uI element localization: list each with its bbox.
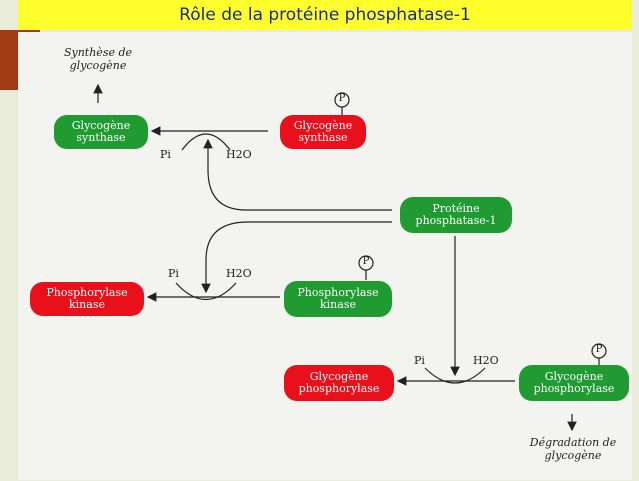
h2o-label-gp: H2O bbox=[473, 354, 499, 367]
gp-pi-h2o-curve bbox=[424, 367, 486, 384]
pp1-to-gs-arrow bbox=[203, 138, 392, 211]
page-title: Rôle de la protéine phosphatase-1 bbox=[179, 5, 471, 25]
glycogen-phosphorylase-active: Glycogène phosphorylase bbox=[284, 365, 394, 401]
title-bar: Rôle de la protéine phosphatase-1 bbox=[18, 0, 632, 30]
degradation-label: Dégradation de glycogène bbox=[529, 436, 617, 462]
h2o-label-gs: H2O bbox=[226, 148, 252, 161]
phosphorylase-kinase-phosphorylated: Phosphorylase kinase bbox=[284, 281, 392, 317]
glycogen-phosphorylase-phosphorylated: Glycogène phosphorylase bbox=[519, 365, 629, 401]
gs-pi-h2o-curve bbox=[181, 133, 231, 151]
glycogen-synthase-active: Glycogène synthase bbox=[54, 115, 148, 149]
synthesis-label: Synthèse de glycogène bbox=[63, 46, 133, 72]
pk-pi-h2o-curve bbox=[175, 282, 237, 300]
pi-label-pk: Pi bbox=[168, 267, 179, 280]
pp1-to-pk-arrow bbox=[201, 221, 392, 294]
phosphate-label-pk: P bbox=[362, 256, 370, 267]
protein-phosphatase-1: Protéine phosphatase-1 bbox=[400, 197, 512, 233]
phosphate-label-gp: P bbox=[595, 344, 603, 355]
glycogen-synthase-phosphorylated: Glycogène synthase bbox=[280, 115, 366, 149]
diagram-canvas bbox=[18, 32, 632, 480]
phosphate-label-gs: P bbox=[338, 93, 346, 104]
pi-label-gs: Pi bbox=[160, 148, 171, 161]
phosphorylase-kinase-active: Phosphorylase kinase bbox=[30, 282, 144, 316]
pi-label-gp: Pi bbox=[414, 354, 425, 367]
h2o-label-pk: H2O bbox=[226, 267, 252, 280]
